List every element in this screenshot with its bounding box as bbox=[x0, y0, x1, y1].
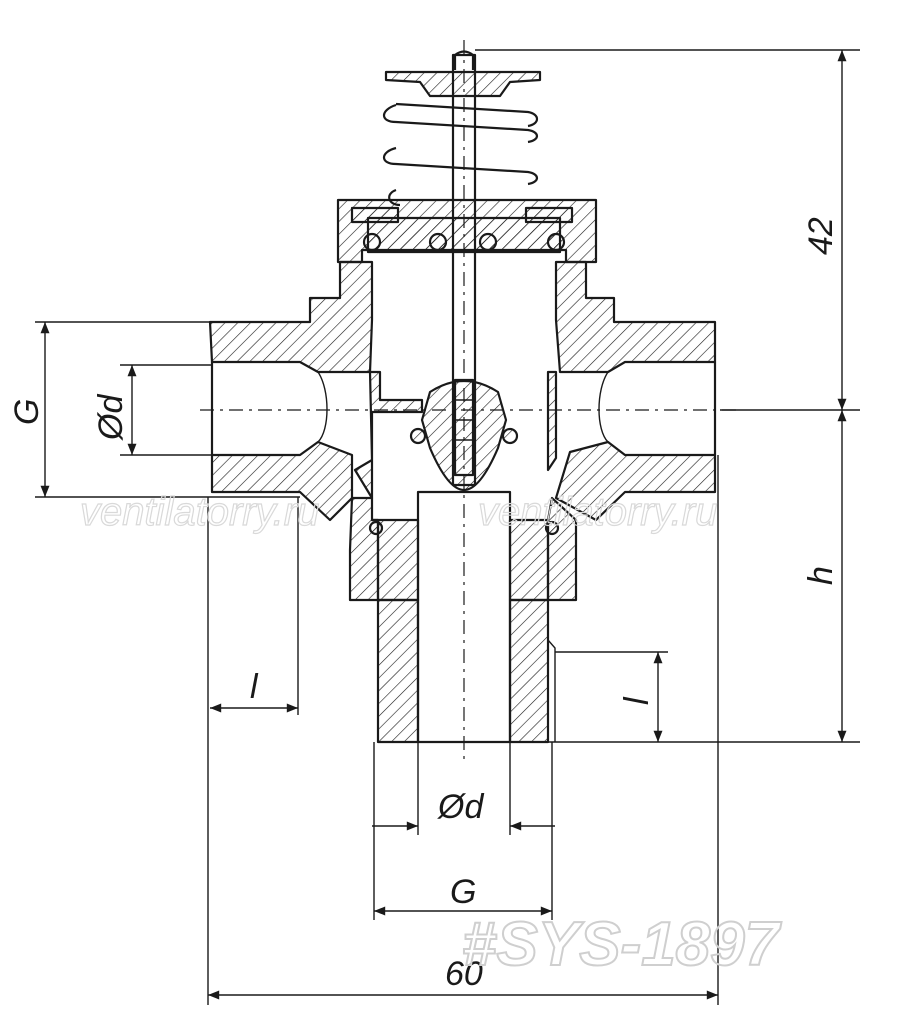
dimension-height-h: h bbox=[548, 410, 860, 743]
dim-label-42: 42 bbox=[802, 217, 840, 255]
dim-label-g-bottom: G bbox=[450, 873, 476, 911]
dimension-length-l-bottom: l bbox=[555, 651, 668, 742]
dimension-bore-d-left: Ød bbox=[92, 364, 212, 456]
dim-label-60: 60 bbox=[445, 955, 483, 993]
dim-label-l-left: l bbox=[250, 668, 259, 706]
dimension-overall-width: 60 bbox=[207, 455, 719, 1005]
dimension-top-height: 42 bbox=[475, 49, 860, 411]
dimension-bore-d-bottom: Ød bbox=[372, 742, 555, 835]
center-lines bbox=[200, 40, 740, 760]
dim-label-l-bottom: l bbox=[618, 696, 656, 705]
dimension-thread-g-bottom: G bbox=[373, 742, 553, 920]
port-outlines bbox=[210, 362, 717, 455]
dim-label-g-left: G bbox=[8, 399, 46, 425]
dimension-thread-g-left: G bbox=[8, 321, 300, 498]
valve-disc bbox=[420, 378, 508, 492]
seals bbox=[350, 206, 574, 536]
watermark-code: #SYS-1897 bbox=[462, 910, 782, 979]
watermark-site-right: ventilatorry.ru bbox=[478, 490, 717, 534]
dim-label-d-left: Ød bbox=[92, 394, 130, 441]
spring bbox=[382, 102, 539, 207]
dim-label-d-bottom: Ød bbox=[437, 788, 484, 826]
dimension-length-l-left: l bbox=[210, 497, 299, 715]
bottom-spigot bbox=[370, 490, 556, 744]
watermark-site-left: ventilatorry.ru bbox=[80, 490, 319, 534]
spring-seat-top bbox=[384, 70, 542, 98]
watermarks: ventilatorry.ru ventilatorry.ru #SYS-189… bbox=[79, 489, 782, 980]
dim-label-h: h bbox=[802, 566, 840, 585]
